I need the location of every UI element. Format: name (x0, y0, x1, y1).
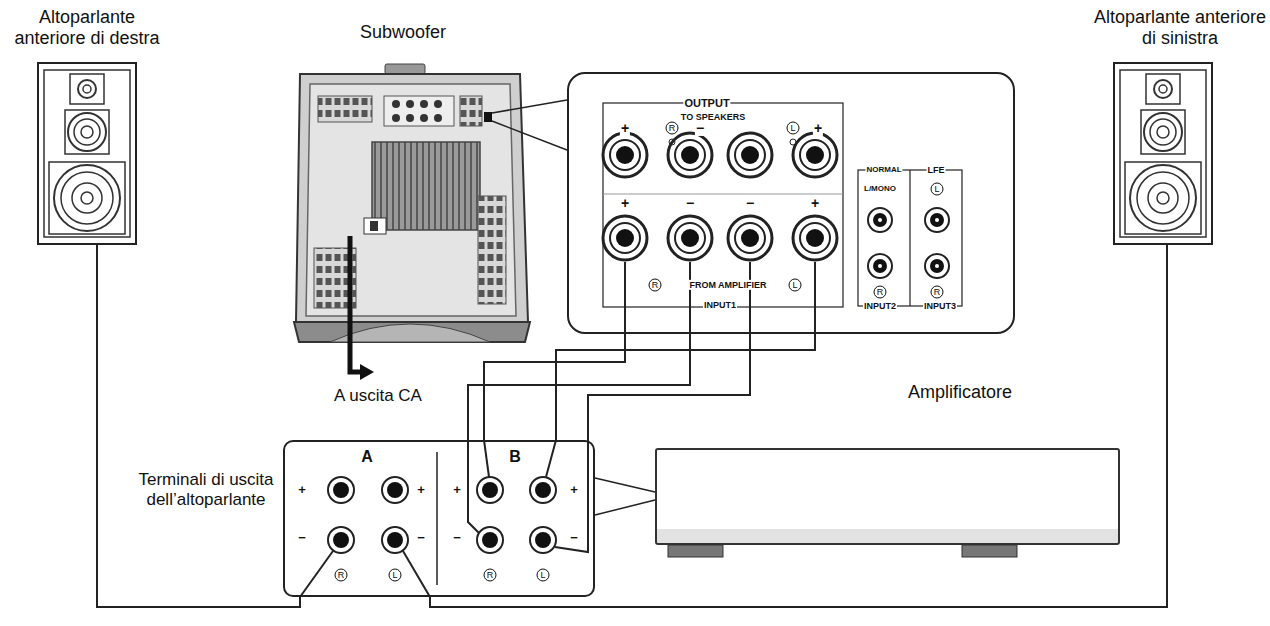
panel-label: TO SPEAKERS (680, 112, 746, 122)
subwoofer: Subwoofer (295, 70, 530, 342)
polarity-sign: + (416, 483, 426, 498)
polarity-sign: + (620, 120, 630, 136)
polarity-sign: − (685, 195, 695, 211)
panel-label: L/MONO (863, 184, 897, 193)
speaker-terminal-block: Terminali di uscita dell’altoparlanteAB+… (283, 440, 595, 597)
speaker-heading: Altoparlante anteriore di sinistra (1091, 7, 1269, 48)
output-group: B (508, 448, 522, 466)
polarity-sign: + (569, 483, 579, 498)
speaker-wire (97, 245, 300, 607)
wire-ends (300, 262, 815, 597)
speaker-drawing (1113, 62, 1213, 245)
subwoofer-drawing (294, 64, 530, 380)
polarity-sign: + (620, 195, 630, 211)
panel-label: INPUT1 (703, 300, 737, 310)
panel-label: FROM AMPLIFIER (688, 280, 767, 290)
panel-label: INPUT3 (923, 301, 957, 311)
speaker-cabinet: Altoparlante anteriore di destra (37, 62, 137, 245)
polarity-sign: + (810, 195, 820, 211)
channel-mark: R (649, 279, 662, 292)
channel-mark: R (931, 286, 944, 299)
channel-mark: L (789, 279, 802, 292)
panel-label: NORMAL (865, 165, 902, 174)
channel-mark: L (787, 122, 800, 135)
terminal-panel-drawing (603, 103, 962, 307)
channel-mark: R (666, 122, 679, 135)
speaker-cabinet: Altoparlante anteriore di sinistra (1113, 62, 1213, 245)
amplifier: Amplificatore (655, 448, 1120, 545)
panel-label: INPUT2 (863, 301, 897, 311)
channel-mark: L (389, 569, 402, 582)
polarity-sign: − (416, 531, 426, 546)
speaker-heading: Altoparlante anteriore di destra (1, 7, 173, 48)
channel-mark: L (537, 569, 550, 582)
polarity-sign: + (813, 120, 823, 136)
polarity-sign: − (569, 531, 579, 546)
channel-mark: R (335, 569, 348, 582)
amplifier-heading: Amplificatore (907, 382, 1013, 403)
terminal-panel-callout: OUTPUT TO SPEAKERS + R − L + + − − + R FROM AMPLIFIE… (567, 72, 1015, 334)
polarity-sign: + (297, 483, 307, 498)
polarity-sign: − (297, 531, 307, 546)
channel-mark: R (874, 286, 887, 299)
subwoofer-heading: Subwoofer (359, 22, 447, 43)
polarity-sign: + (452, 483, 462, 498)
speaker-terminals (328, 452, 556, 585)
output-group: A (360, 448, 374, 466)
polarity-sign: − (695, 120, 705, 136)
polarity-sign: − (745, 195, 755, 211)
power-label: A uscita CA (333, 386, 423, 406)
panel-label: OUTPUT (683, 97, 730, 110)
panel-label: LFE (927, 165, 946, 175)
channel-mark: R (484, 569, 497, 582)
speaker-wire (556, 334, 815, 440)
speaker-drawing (37, 62, 137, 245)
terminal-heading: Terminali di uscita dell’altoparlante (135, 470, 277, 509)
channel-mark: L (931, 183, 944, 196)
speaker-wire (430, 245, 1167, 607)
polarity-sign: − (452, 531, 462, 546)
